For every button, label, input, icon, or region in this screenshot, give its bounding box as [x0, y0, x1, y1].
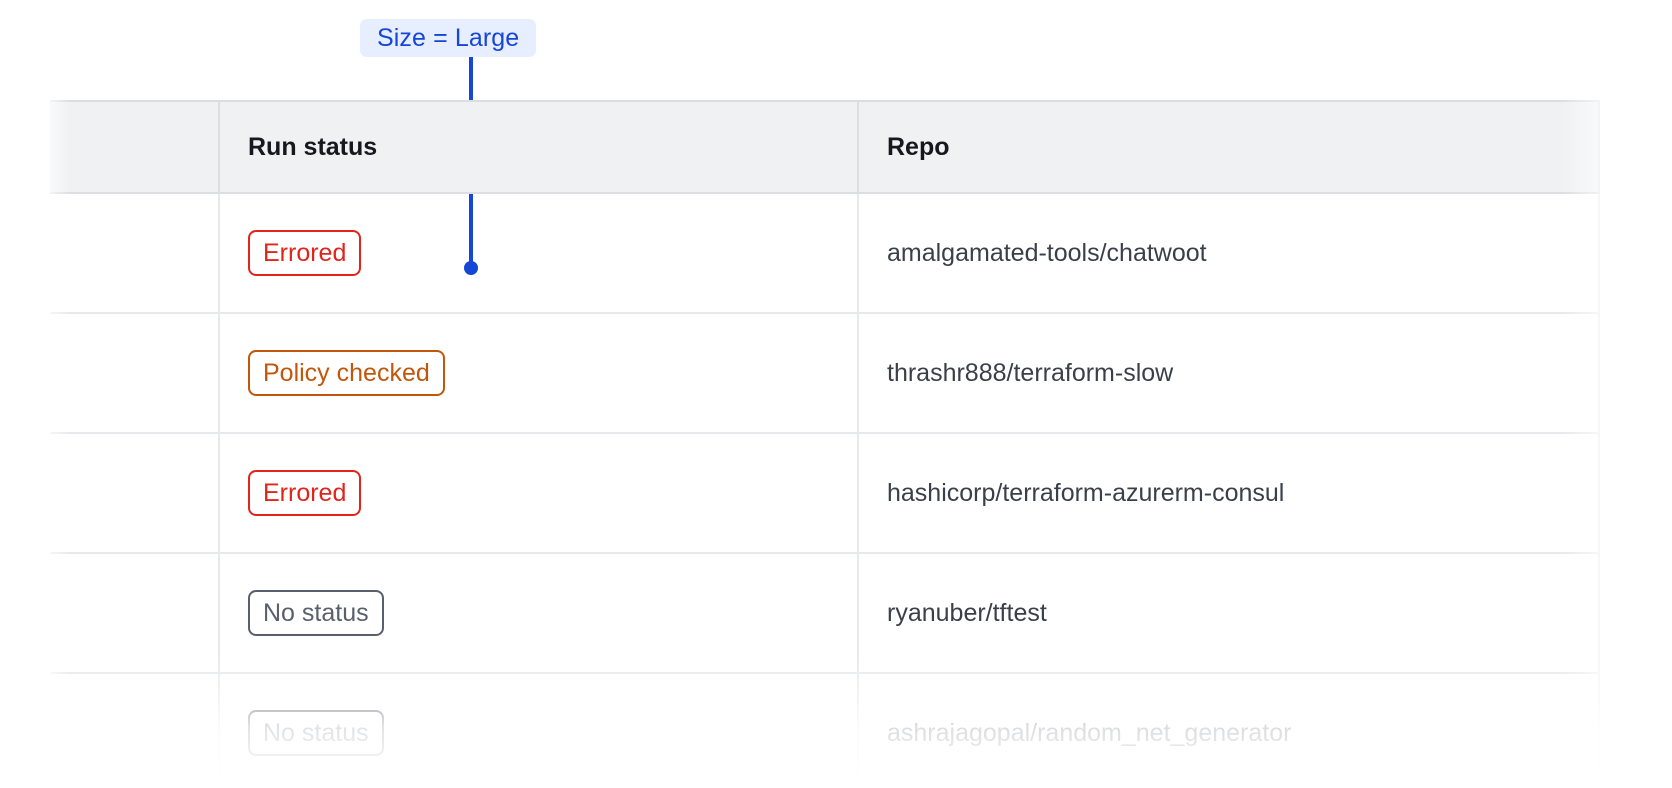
table-row[interactable]: Errored amalgamated-tools/chatwoot — [50, 193, 1600, 314]
status-badge[interactable]: No status — [248, 710, 384, 756]
status-badge[interactable]: No status — [248, 590, 384, 636]
row-status-cell: Errored — [219, 193, 859, 314]
row-lead-cell — [50, 673, 220, 788]
status-badge[interactable]: Errored — [248, 230, 362, 276]
row-repo-cell[interactable]: amalgamated-tools/chatwoot — [858, 193, 1600, 314]
table-row[interactable]: Errored hashicorp/terraform-azurerm-cons… — [50, 433, 1600, 554]
runs-table-body: Errored amalgamated-tools/chatwoot Polic… — [50, 193, 1600, 788]
size-annotation-badge: Size = Large — [360, 19, 537, 57]
row-lead-cell — [50, 553, 220, 674]
row-status-cell: Errored — [219, 433, 859, 554]
row-lead-cell — [50, 313, 220, 434]
runs-table-header: Run status Repo — [50, 100, 1600, 194]
table-row[interactable]: Policy checked thrashr888/terraform-slow — [50, 313, 1600, 434]
table-row[interactable]: No status ashrajagopal/random_net_genera… — [50, 673, 1600, 788]
row-status-cell: No status — [219, 553, 859, 674]
status-badge[interactable]: Policy checked — [248, 350, 445, 396]
table-row[interactable]: No status ryanuber/tftest — [50, 553, 1600, 674]
column-header-repo[interactable]: Repo — [858, 100, 1600, 194]
row-repo-cell[interactable]: thrashr888/terraform-slow — [858, 313, 1600, 434]
table-header-row: Run status Repo — [50, 100, 1600, 194]
row-status-cell: No status — [219, 673, 859, 788]
row-repo-cell[interactable]: hashicorp/terraform-azurerm-consul — [858, 433, 1600, 554]
row-lead-cell — [50, 433, 220, 554]
row-repo-cell[interactable]: ryanuber/tftest — [858, 553, 1600, 674]
column-header-run-status[interactable]: Run status — [219, 100, 859, 194]
row-status-cell: Policy checked — [219, 313, 859, 434]
runs-table: Run status Repo Errored amalgamated-tool… — [50, 100, 1600, 788]
runs-table-container: Run status Repo Errored amalgamated-tool… — [50, 100, 1600, 788]
column-header-lead[interactable] — [50, 100, 220, 194]
status-badge[interactable]: Errored — [248, 470, 362, 516]
top-edge-mask — [0, 0, 1672, 14]
size-annotation-label: Size = Large — [377, 23, 520, 52]
row-lead-cell — [50, 193, 220, 314]
row-repo-cell[interactable]: ashrajagopal/random_net_generator — [858, 673, 1600, 788]
